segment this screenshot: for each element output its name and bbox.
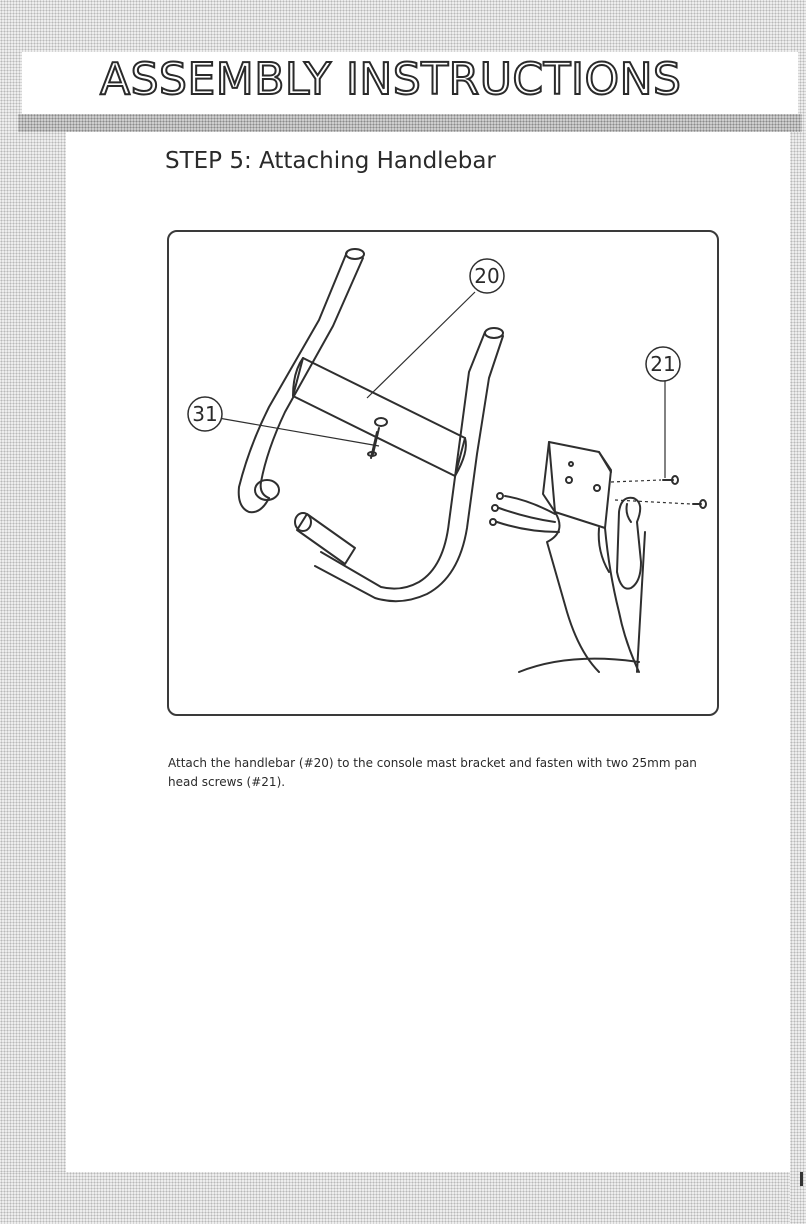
title-rule bbox=[18, 114, 802, 132]
callout-31-label: 31 bbox=[192, 402, 217, 426]
edge-mark bbox=[800, 1172, 803, 1186]
callout-20: 20 bbox=[470, 259, 504, 293]
screw-31 bbox=[368, 428, 379, 458]
instruction-text: Attach the handlebar (#20) to the consol… bbox=[168, 754, 708, 792]
handlebar-mount-plate bbox=[293, 358, 466, 476]
scan-margin-left bbox=[0, 0, 66, 1224]
callout-31-leader bbox=[207, 416, 379, 446]
page-title: ASSEMBLY INSTRUCTIONS bbox=[100, 50, 681, 110]
console-mast bbox=[519, 442, 645, 672]
callout-31: 31 bbox=[188, 397, 222, 431]
step-title: STEP 5: Attaching Handlebar bbox=[165, 144, 496, 178]
scan-margin-bottom bbox=[0, 1172, 806, 1224]
scan-margin-right bbox=[790, 0, 806, 1224]
console-wires bbox=[490, 493, 559, 532]
scan-margin-top bbox=[0, 0, 806, 52]
callout-21-label: 21 bbox=[650, 352, 675, 376]
handlebar-tube-left bbox=[239, 249, 364, 512]
callout-20-leader bbox=[367, 292, 475, 398]
assembly-figure: 20 21 31 bbox=[167, 230, 719, 716]
callout-21: 21 bbox=[646, 347, 680, 381]
callout-20-label: 20 bbox=[474, 264, 499, 288]
handlebar-diagram: 20 21 31 bbox=[169, 232, 717, 714]
screw-21-upper-guide bbox=[611, 480, 661, 482]
